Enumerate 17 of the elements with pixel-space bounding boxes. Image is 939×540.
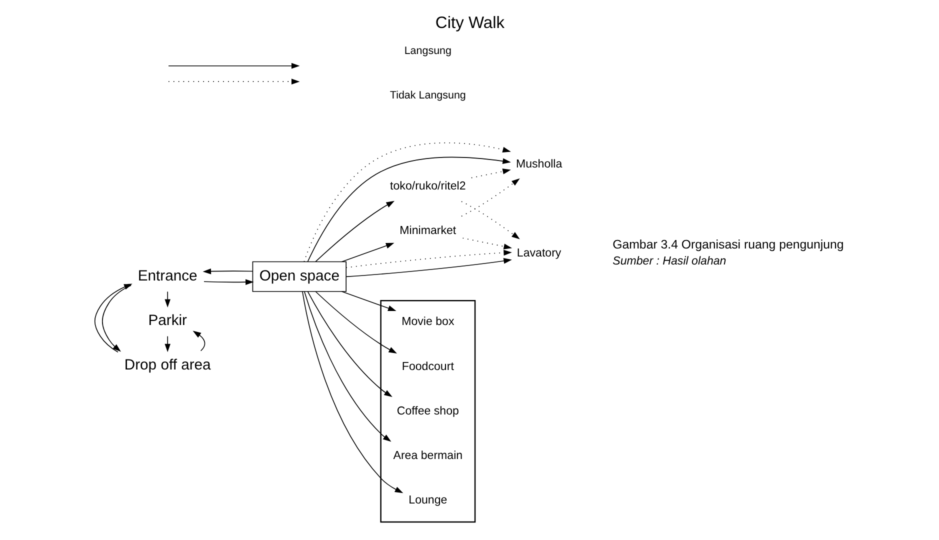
diagram-title: City Walk [434, 12, 504, 32]
node-text: toko/ruko/ritel2 [390, 180, 466, 193]
node-text: Entrance [137, 268, 197, 284]
caption: Gambar 3.4 Organisasi ruang pengunjung [612, 238, 844, 252]
node-text: Musholla [515, 158, 562, 170]
legend-label: Tidak Langsung [389, 89, 466, 102]
node-text: Coffee shop [396, 405, 458, 418]
node-text: Minimarket [399, 225, 456, 238]
node-text: Foodcourt [401, 360, 454, 373]
legend-label: Langsung [404, 44, 452, 57]
node-text: Lavatory [516, 248, 561, 260]
node-text: Area bermain [392, 450, 462, 462]
label: Sumber : Hasil olahan [612, 255, 726, 268]
node-text: Drop off area [124, 358, 210, 374]
node-text: Lounge [408, 494, 447, 507]
node-text: Parkir [148, 312, 187, 329]
node-text: Movie box [401, 316, 454, 328]
